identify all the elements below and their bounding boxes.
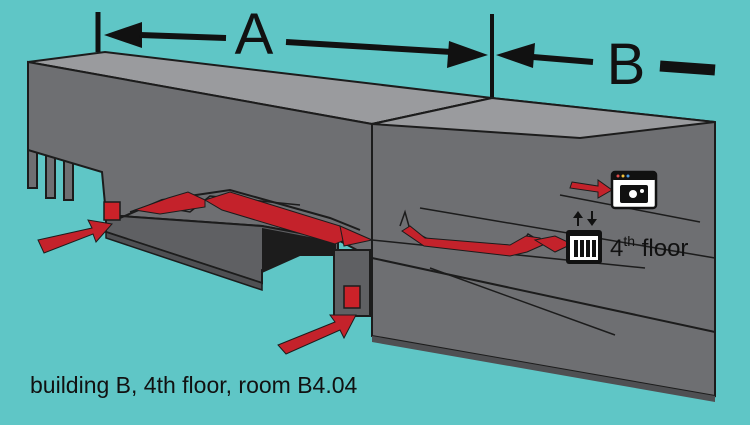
entrance-arrow-a bbox=[37, 219, 113, 254]
entrance-arrow-b bbox=[277, 314, 357, 355]
dimension-line: A B bbox=[95, 2, 716, 98]
route-path bbox=[133, 179, 613, 257]
location-caption: building B, 4th floor, room B4.04 bbox=[30, 372, 358, 398]
computer-room-icon bbox=[610, 170, 658, 210]
entrance-door-a bbox=[103, 201, 121, 221]
dimension-label-b: B bbox=[607, 32, 646, 97]
elevator-icon bbox=[566, 211, 602, 264]
entrance-door-b bbox=[343, 285, 361, 309]
floor-label: 4th floor bbox=[610, 233, 688, 262]
dimension-label-a: A bbox=[235, 2, 274, 67]
